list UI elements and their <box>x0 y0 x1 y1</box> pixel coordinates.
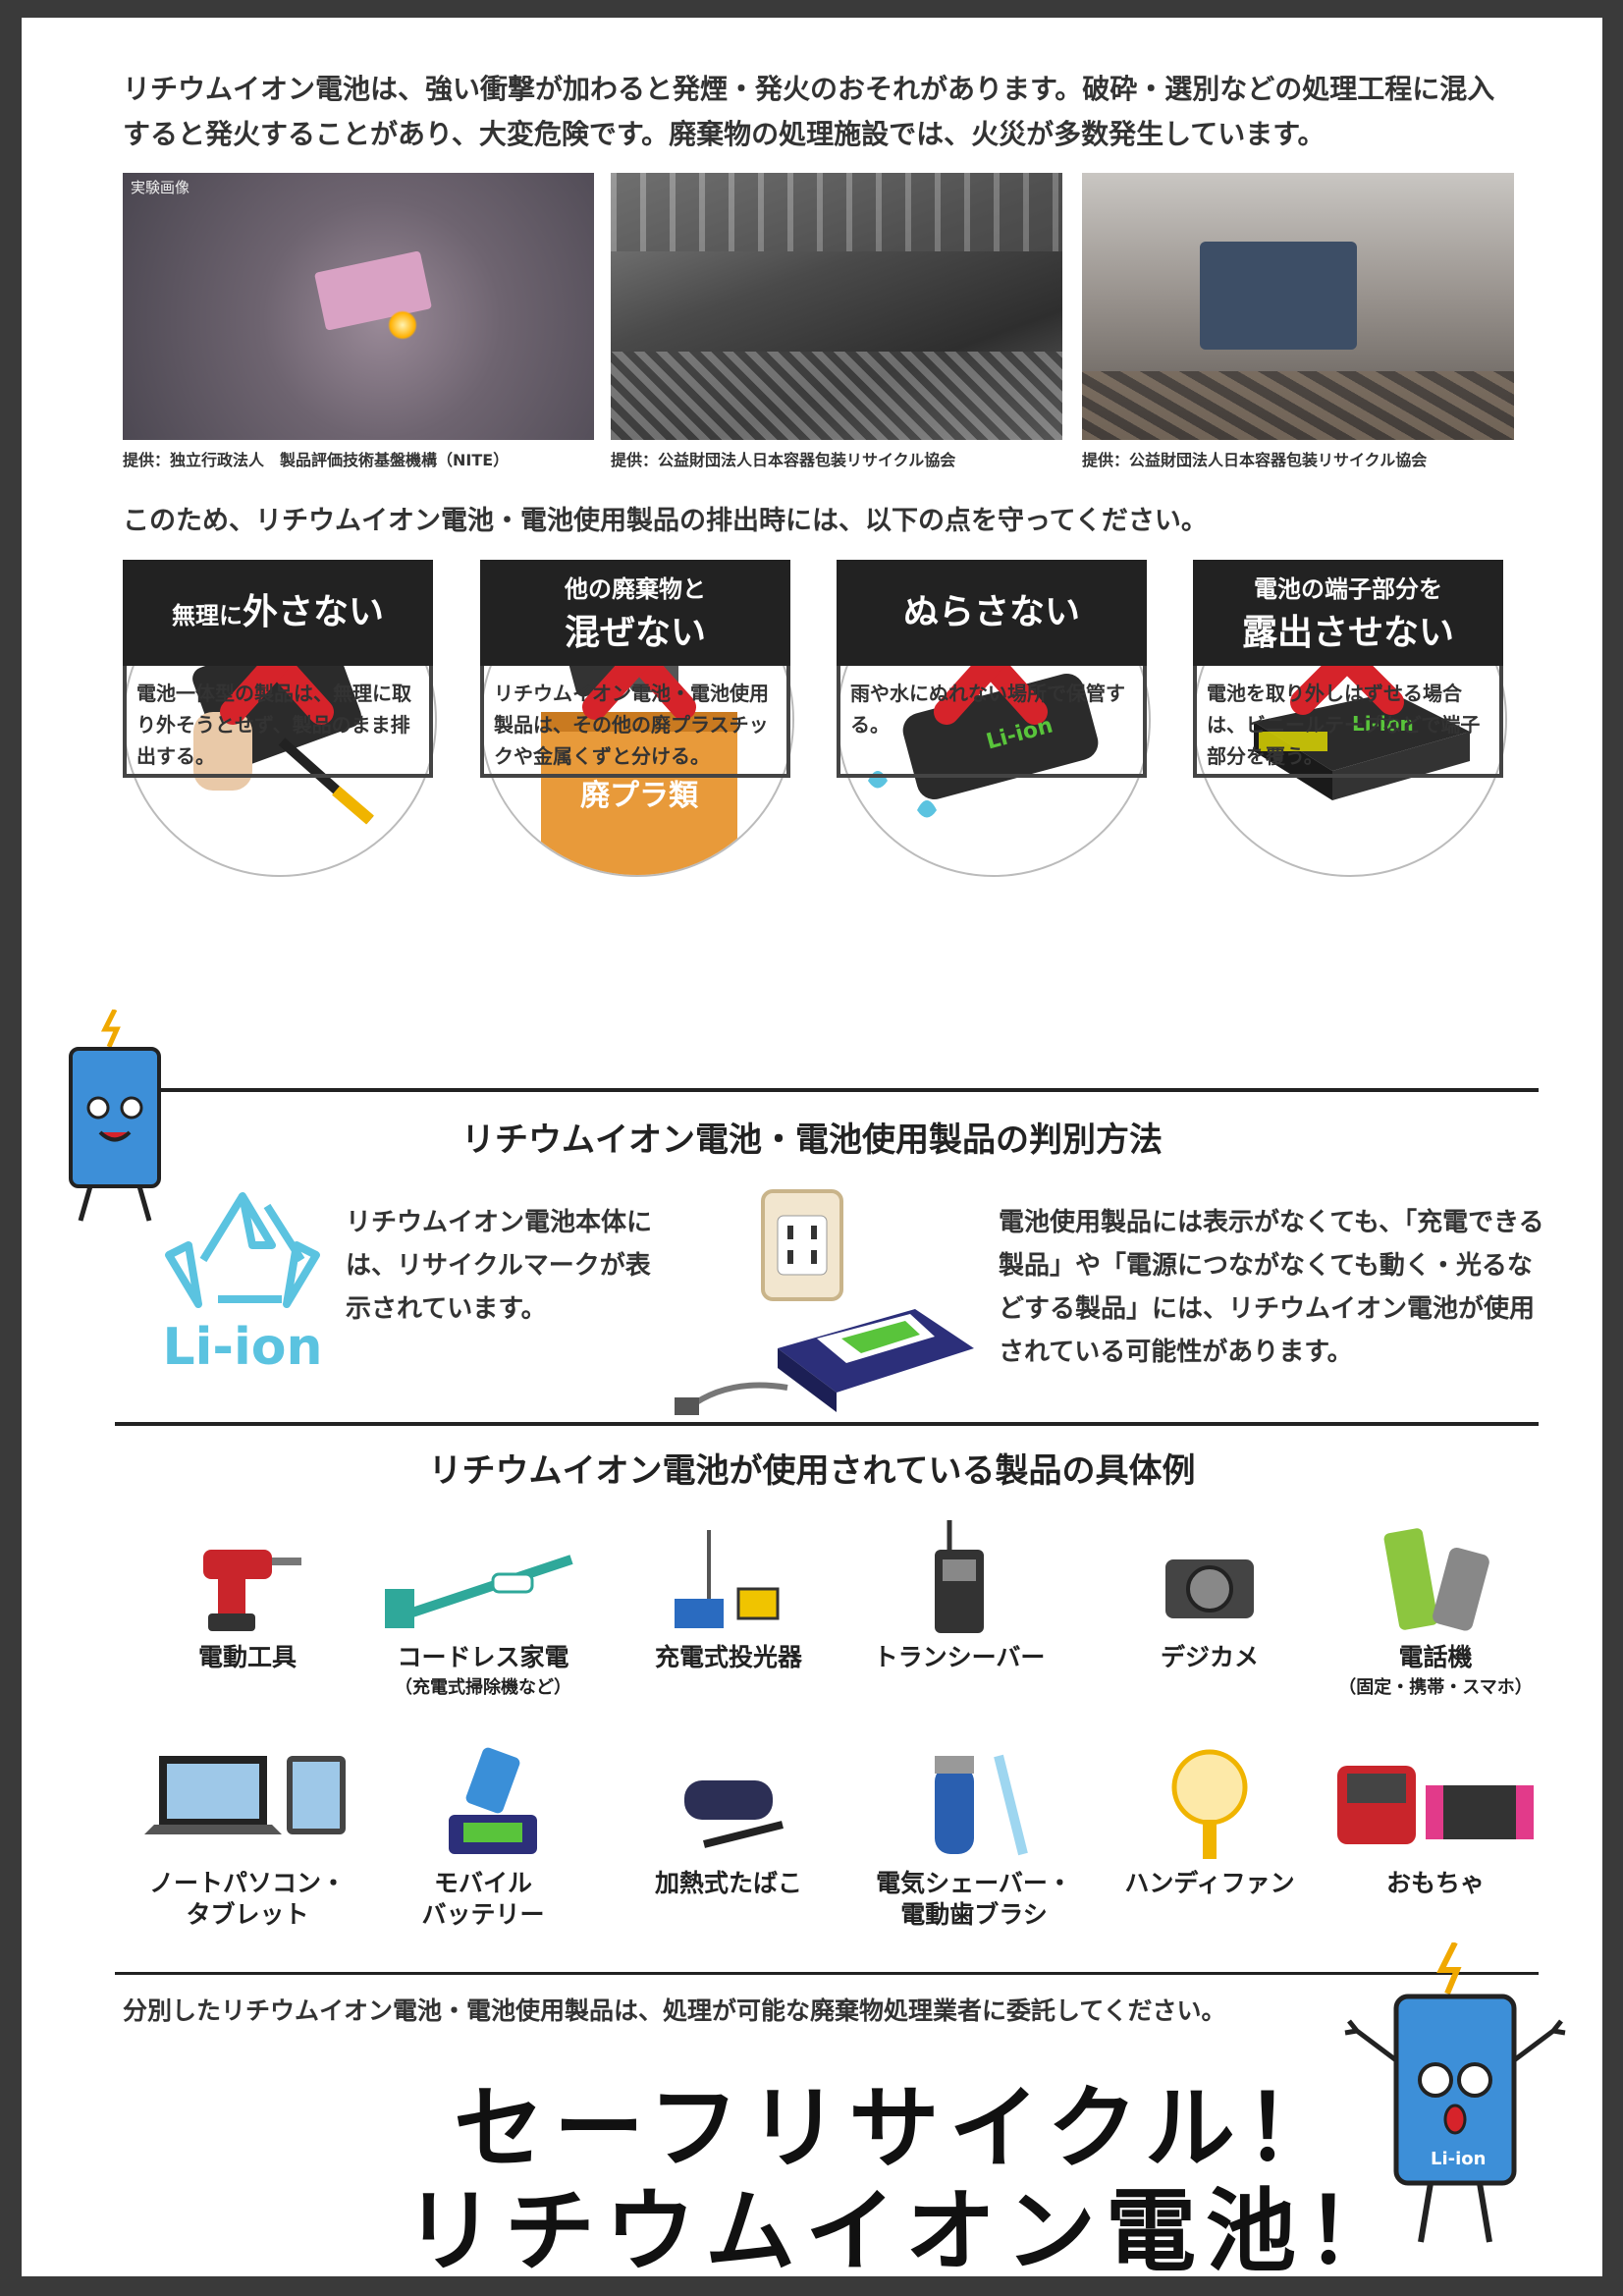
floodlight-icon <box>675 1530 780 1628</box>
powerbank-icon <box>778 1309 974 1412</box>
charging-illustration <box>670 1181 984 1427</box>
identify-right-text: 電池使用製品には表示がなくても、「充電できる製品」や「電源につながなくても動く・… <box>999 1208 1544 1367</box>
bin-label: 廃プラ類 <box>580 779 698 813</box>
shaver-icon <box>935 1754 1028 1856</box>
rule-4-title: 電池の端子部分を 露出させない <box>1193 560 1503 666</box>
spark <box>388 310 417 340</box>
product-drill: 電動工具 <box>149 1520 346 1673</box>
product-floodlight: 充電式投光器 <box>630 1520 827 1673</box>
rule-1-desc: 電池一体型の製品は、無理に取り外そうとせず、製品のまま排出する。 <box>123 666 433 778</box>
battery-label-2: Li-ion <box>1352 712 1414 736</box>
rule-1-title: 無理に外さない <box>123 560 433 666</box>
divider-1 <box>115 1088 1539 1092</box>
camera-icon <box>1165 1559 1254 1618</box>
product-camera: デジカメ <box>1111 1520 1308 1673</box>
phone-icon <box>1383 1528 1489 1631</box>
photo-credit-2: 提供：公益財団法人日本容器包装リサイクル協会 <box>611 451 956 469</box>
laptop-icon <box>144 1756 346 1834</box>
powerbank-icon <box>449 1747 537 1854</box>
headline-line-1: セーフリサイクル！ <box>454 2076 1345 2181</box>
mascot-right: Li-ion <box>1337 1941 1573 2267</box>
product-phone: 電話機 （固定・携帯・スマホ） <box>1318 1520 1553 1699</box>
intro-line-2: すると発火することがあり、大変危険です。廃棄物の処理施設では、火災が多数発生して… <box>123 118 1325 150</box>
recycle-icon <box>165 1192 320 1308</box>
rule-3-title: ぬらさない <box>837 560 1147 666</box>
mascot-left <box>41 1008 189 1235</box>
garbage-truck <box>1200 242 1357 350</box>
product-shaver: 電気シェーバー・ 電動歯ブラシ <box>856 1746 1092 1931</box>
headline-line-2: リチウムイオン電池！ <box>405 2179 1407 2284</box>
heated-tobacco-icon <box>684 1780 784 1848</box>
drill-icon <box>203 1550 301 1631</box>
mark-label: Li-ion <box>162 1318 323 1377</box>
lead-text: このため、リチウムイオン電池・電池使用製品の排出時には、以下の点を守ってください… <box>123 506 1208 536</box>
rule-3-desc: 雨や水にぬれない場所で保管する。 <box>837 666 1147 778</box>
photo-truck-fire <box>1082 173 1514 440</box>
divider-2 <box>115 1422 1539 1426</box>
examples-title: リチウムイオン電池が使用されている製品の具体例 <box>428 1451 1196 1491</box>
photo-credit-3: 提供：公益財団法人日本容器包装リサイクル協会 <box>1082 451 1428 469</box>
product-cordless: コードレス家電 （充電式掃除機など） <box>365 1520 601 1699</box>
recycle-mark: Li-ion <box>159 1186 326 1377</box>
intro-line-1: リチウムイオン電池は、強い衝撃が加わると発煙・発火のおそれがあります。破砕・選別… <box>123 73 1495 105</box>
product-powerbank: モバイル バッテリー <box>385 1746 581 1931</box>
identify-title: リチウムイオン電池・電池使用製品の判別方法 <box>461 1121 1163 1160</box>
game-console-icon <box>1337 1766 1534 1844</box>
product-toy: おもちゃ <box>1318 1746 1553 1899</box>
transceiver-icon <box>935 1520 984 1633</box>
photo-experiment: 実験画像 <box>123 173 594 440</box>
product-laptop: ノートパソコン・ タブレット <box>130 1746 365 1931</box>
product-transceiver: トランシーバー <box>861 1520 1057 1673</box>
photo-burned-facility <box>611 173 1062 440</box>
photo-overlay-label: 実験画像 <box>131 179 190 196</box>
mascot-label: Li-ion <box>1431 2149 1487 2169</box>
flyer-page: リチウムイオン電池は、強い衝撃が加わると発煙・発火のおそれがあります。破砕・選別… <box>22 18 1602 2284</box>
rule-4-desc: 電池を取り外しはずせる場合は、ビニールテープなどで端子部分を覆う。 <box>1193 666 1503 778</box>
rule-2-title: 他の廃棄物と 混ぜない <box>480 560 790 666</box>
vacuum-icon <box>385 1555 573 1628</box>
footer-note: 分別したリチウムイオン電池・電池使用製品は、処理が可能な廃棄物処理業者に委託して… <box>123 1996 1226 2025</box>
divider-3 <box>115 1972 1539 1975</box>
product-heated-tobacco: 加熱式たばこ <box>630 1746 827 1899</box>
rule-2-desc: リチウムイオン電池・電池使用製品は、その他の廃プラスチックや金属くずと分ける。 <box>480 666 790 778</box>
photo-credit-1: 提供：独立行政法人 製品評価技術基盤機構（NITE） <box>123 451 510 469</box>
fan-icon <box>1171 1749 1248 1859</box>
identify-left-text: リチウムイオン電池本体には、リサイクルマークが表示されています。 <box>346 1208 653 1324</box>
product-fan: ハンディファン <box>1111 1746 1308 1899</box>
intro-text: リチウムイオン電池は、強い衝撃が加わると発煙・発火のおそれがあります。破砕・選別… <box>123 67 1537 157</box>
